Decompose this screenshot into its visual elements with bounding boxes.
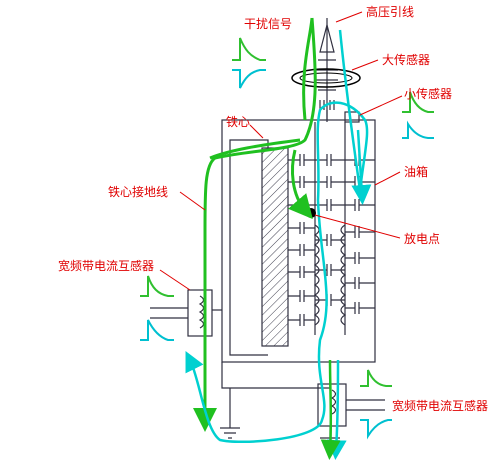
capacitor-ladder-right [345, 154, 375, 314]
label-hv-lead: 高压引线 [366, 4, 414, 19]
label-discharge-point: 放电点 [404, 231, 440, 246]
label-core-ground-wire: 铁心接地线 [108, 184, 168, 199]
winding-coil [313, 224, 320, 326]
bushing [316, 22, 338, 91]
iron-core [261, 147, 289, 347]
green-right-ground [320, 359, 341, 460]
cyan-right-ground [326, 359, 347, 460]
green-current-path-2 [209, 138, 301, 160]
label-oil-tank: 油箱 [404, 164, 428, 179]
pulse-green-top [232, 37, 266, 61]
pulse-cyan-top [232, 69, 266, 89]
label-large-sensor: 大传感器 [382, 52, 430, 67]
transformer-structure [150, 18, 385, 449]
discharge-point-dot [306, 208, 316, 218]
ground-symbol-left [220, 427, 240, 439]
large-sensor-ring [291, 68, 361, 88]
small-sensor-body [344, 111, 360, 123]
label-wideband-ct-right: 宽频带电流互感器 [392, 398, 488, 413]
pulse-green-smallsensor [402, 91, 434, 113]
oil-tank [221, 119, 376, 363]
label-interference-signal: 干扰信号 [244, 17, 292, 31]
pulse-icons [140, 37, 434, 440]
label-iron-core: 铁心 [226, 115, 250, 129]
cyan-inner-path [351, 129, 372, 205]
large-sensor-ring-inner [299, 72, 353, 84]
tank-base [221, 362, 331, 389]
core-internal-lead [229, 139, 269, 356]
green-current-path [205, 17, 317, 420]
pulse-cyan-leftct [140, 319, 174, 341]
leader-lines [159, 11, 403, 291]
pulse-green-leftct [140, 275, 174, 297]
label-small-sensor: 小传感器 [404, 86, 452, 101]
winding-coil-2 [340, 224, 347, 326]
pulse-green-rightct [360, 369, 392, 387]
pulse-cyan-rightct [360, 419, 392, 440]
pulse-cyan-smallsensor [402, 120, 434, 139]
right-ct-assembly [317, 383, 385, 449]
label-wideband-ct-left: 宽频带电流互感器 [58, 258, 154, 273]
left-ct-assembly [150, 289, 222, 337]
green-path-to-core [288, 149, 313, 220]
